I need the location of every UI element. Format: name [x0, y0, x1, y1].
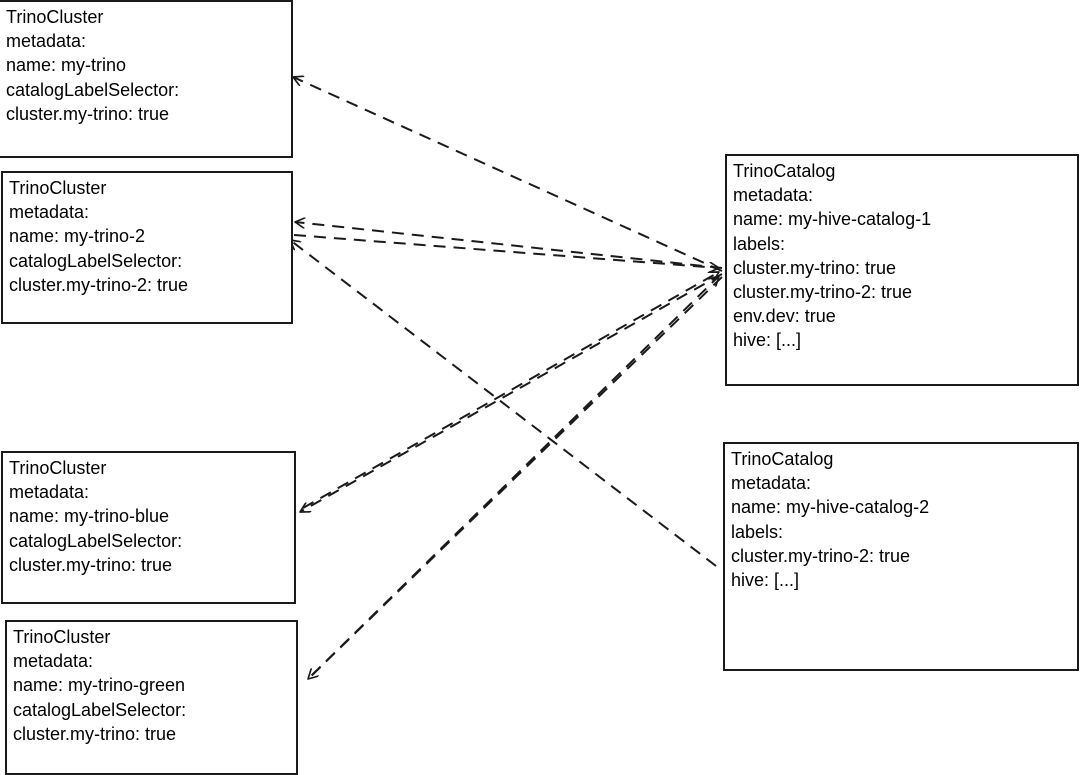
node-kind-label: TrinoCatalog	[733, 161, 836, 181]
node-kind-label: TrinoCluster	[9, 458, 107, 478]
node-labels-label: labels:	[733, 233, 786, 254]
node-label-entry-1: cluster.my-trino-2: true	[731, 545, 911, 566]
node-trinocatalog-my-hive-catalog-1[interactable]: TrinoCatalog metadata: name: my-hive-cat…	[725, 154, 1079, 386]
edge-catalog1-to-cluster-green	[308, 276, 723, 679]
node-hive-line: hive: [...]	[731, 570, 800, 591]
node-hive-line: hive: [...]	[733, 330, 802, 351]
node-selector-label: catalogLabelSelector:	[9, 250, 183, 271]
node-name-line: name: my-trino-2	[9, 226, 146, 247]
node-kind-label: TrinoCluster	[13, 627, 111, 647]
node-kind-label: TrinoCluster	[6, 7, 104, 27]
node-metadata-label: metadata:	[9, 482, 90, 503]
node-name-line: name: my-trino-blue	[9, 506, 170, 527]
node-selector-entry: cluster.my-trino: true	[9, 554, 173, 575]
node-trinocluster-my-trino[interactable]: TrinoCluster metadata: name: my-trino ca…	[0, 0, 293, 158]
node-selector-entry: cluster.my-trino: true	[13, 723, 177, 744]
node-trinocluster-my-trino-green[interactable]: TrinoCluster metadata: name: my-trino-gr…	[5, 620, 298, 775]
node-selector-entry: cluster.my-trino-2: true	[9, 274, 189, 295]
node-label-entry-3: env.dev: true	[733, 306, 836, 327]
node-selector-label: catalogLabelSelector:	[6, 79, 180, 100]
edge-catalog1-to-cluster1	[293, 77, 723, 272]
node-label-entry-2: cluster.my-trino-2: true	[733, 282, 913, 303]
node-metadata-label: metadata:	[733, 185, 814, 206]
node-trinocluster-my-trino-2[interactable]: TrinoCluster metadata: name: my-trino-2 …	[1, 171, 293, 324]
node-name-line: name: my-hive-catalog-1	[733, 209, 932, 230]
node-metadata-label: metadata:	[731, 473, 812, 494]
edge-catalog1-to-cluster2	[295, 222, 723, 269]
node-metadata-label: metadata:	[13, 651, 94, 672]
edge-cluster-green-to-catalog1	[311, 276, 719, 676]
node-selector-label: catalogLabelSelector:	[9, 530, 183, 551]
node-metadata-label: metadata:	[6, 31, 87, 52]
node-kind-label: TrinoCluster	[9, 178, 107, 198]
node-selector-label: catalogLabelSelector:	[13, 699, 187, 720]
node-kind-label: TrinoCatalog	[731, 449, 834, 469]
node-metadata-label: metadata:	[9, 202, 90, 223]
node-label-entry-1: cluster.my-trino: true	[733, 257, 897, 278]
edge-catalog1-to-cluster-blue	[300, 273, 723, 513]
node-selector-entry: cluster.my-trino: true	[6, 103, 170, 124]
node-trinocluster-my-trino-blue[interactable]: TrinoCluster metadata: name: my-trino-bl…	[1, 451, 296, 604]
edge-cluster-blue-to-catalog1	[302, 271, 719, 509]
edge-cluster2-to-catalog1	[293, 234, 719, 268]
node-name-line: name: my-trino-green	[13, 675, 186, 696]
node-name-line: name: my-trino	[6, 55, 127, 76]
node-name-line: name: my-hive-catalog-2	[731, 497, 930, 518]
edge-cluster2-to-catalog2	[290, 240, 717, 567]
node-trinocatalog-my-hive-catalog-2[interactable]: TrinoCatalog metadata: name: my-hive-cat…	[723, 442, 1079, 671]
node-labels-label: labels:	[731, 521, 784, 542]
